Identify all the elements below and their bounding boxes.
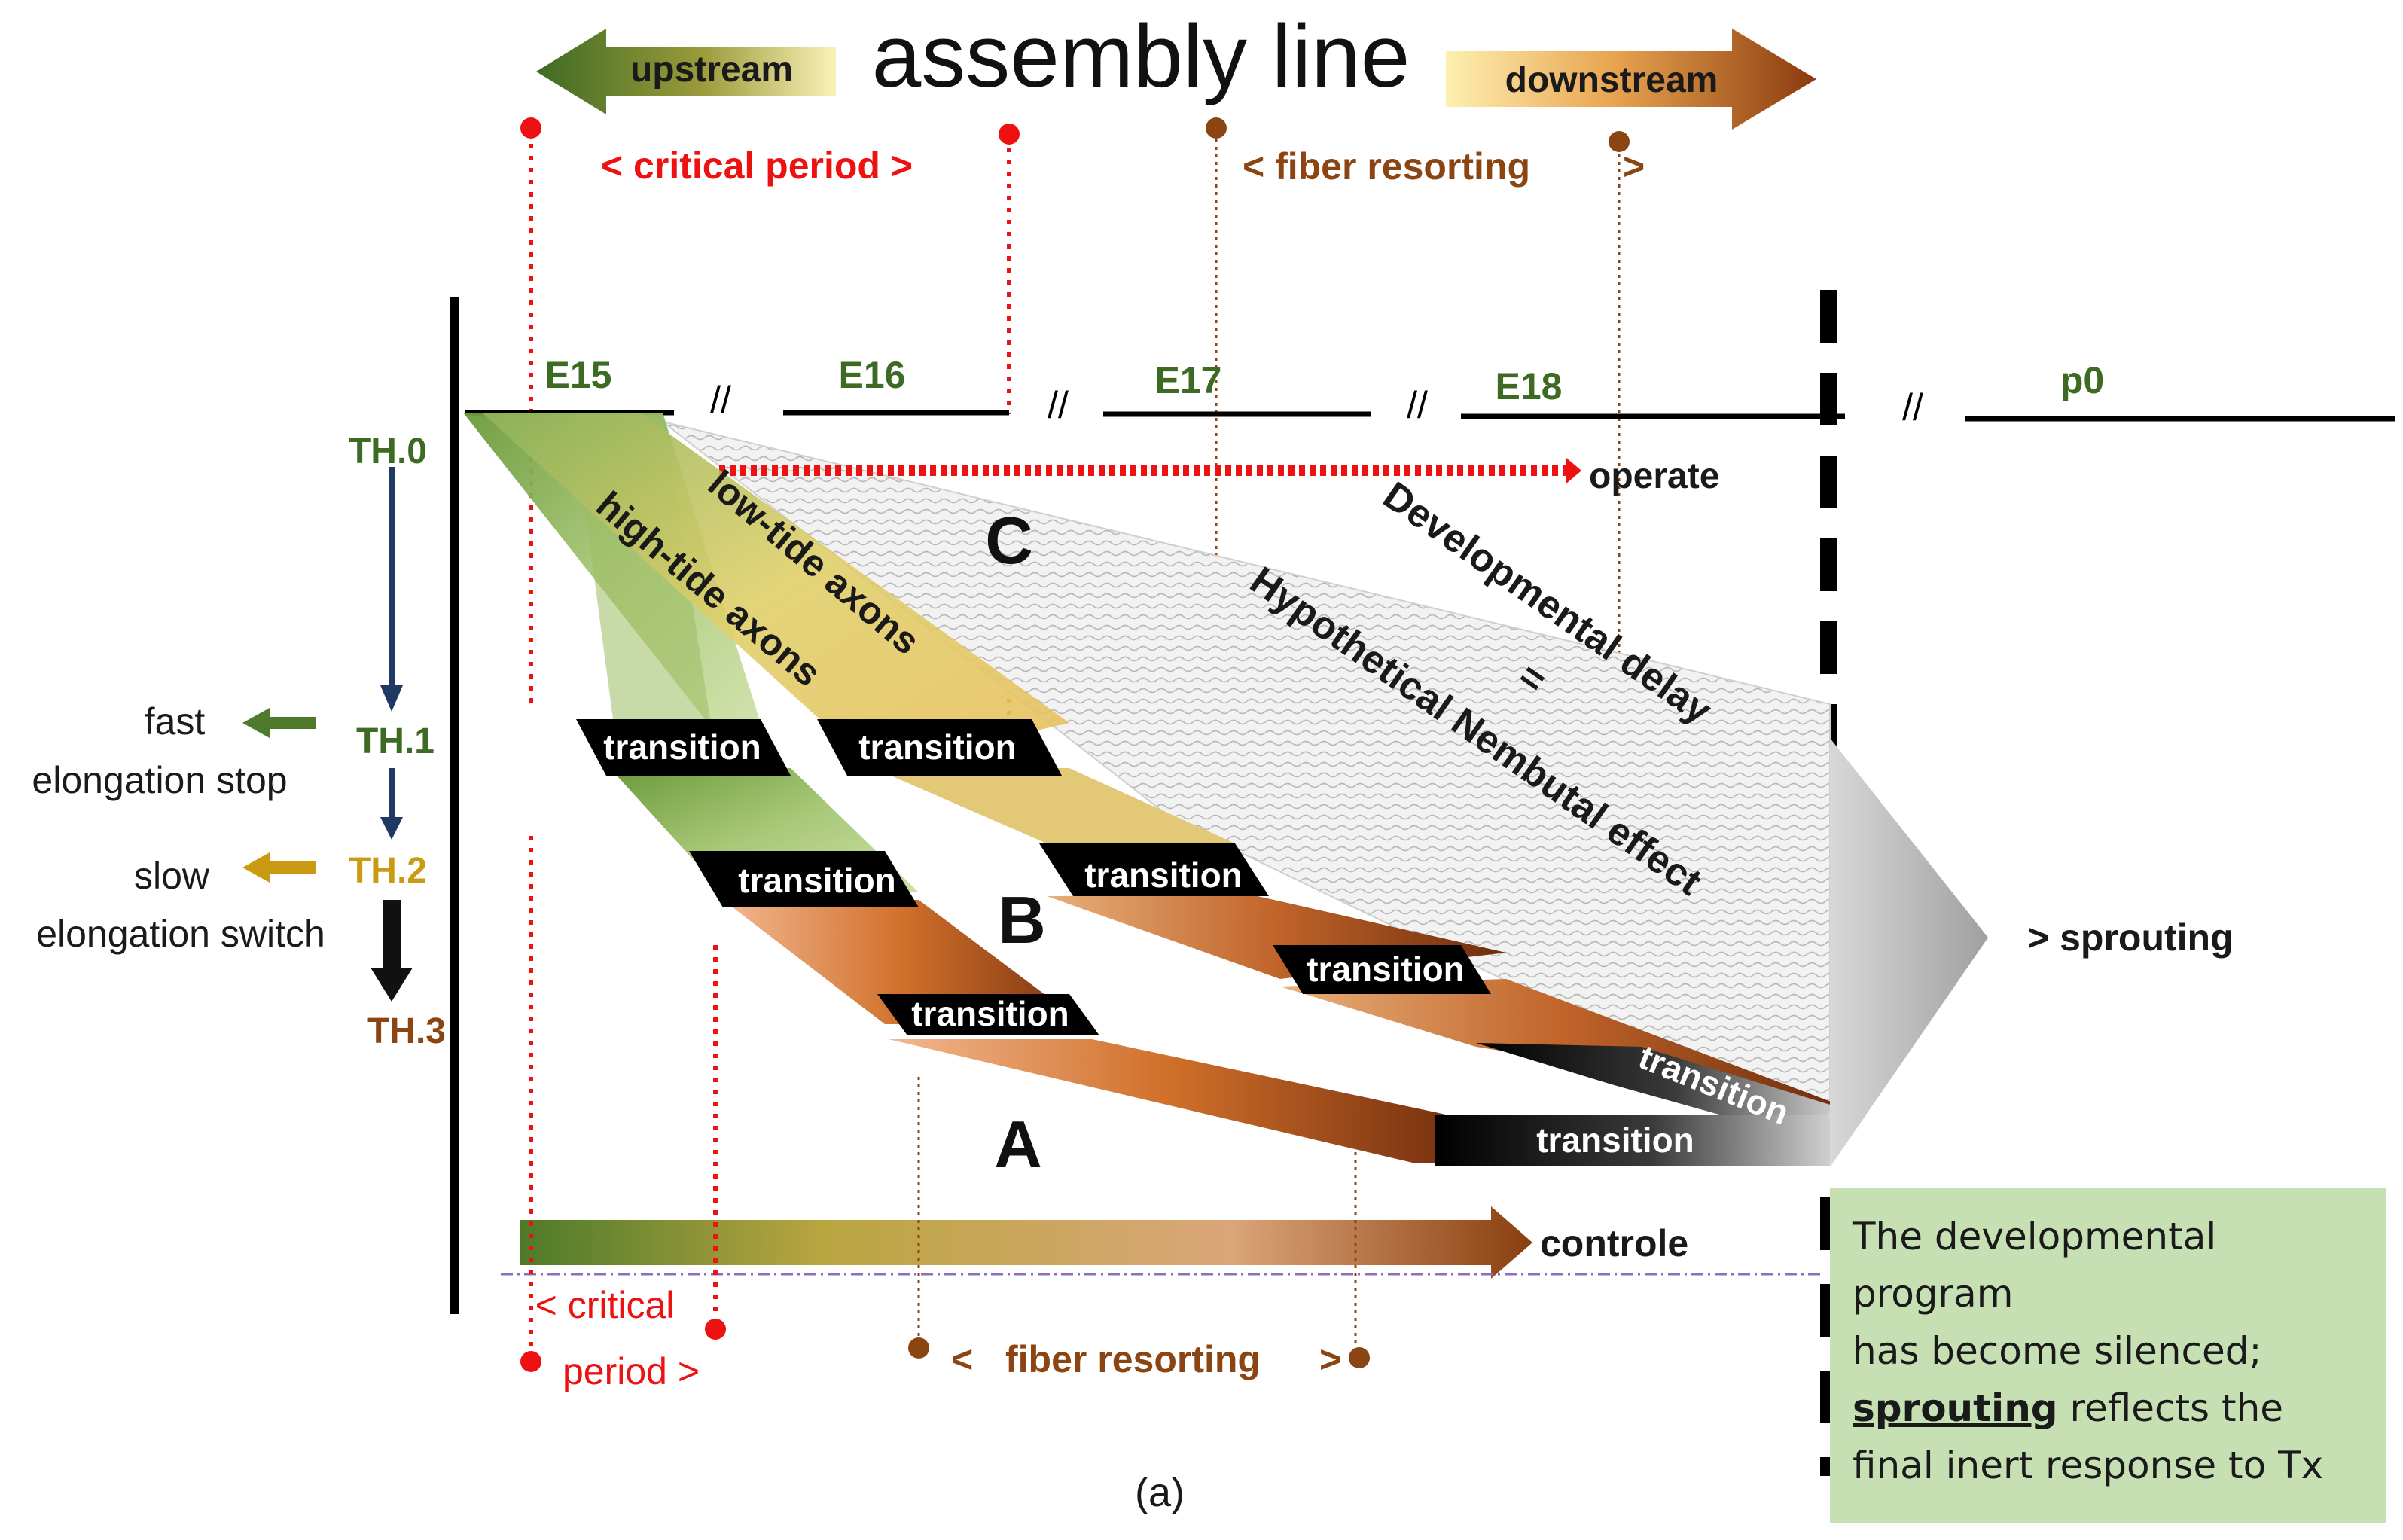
- pathway-a-label: A: [994, 1107, 1042, 1182]
- controle-arrow: [520, 1206, 1532, 1279]
- pathway-b-band-middle: [874, 768, 1235, 843]
- transition-label-1: transition: [603, 727, 761, 767]
- pathway-b-label: B: [998, 883, 1046, 957]
- slow-label: slow: [134, 855, 210, 897]
- pathway-b-band-green: [482, 413, 1069, 768]
- sprouting-label: > sprouting: [2027, 916, 2234, 959]
- downstream-label: downstream: [1505, 60, 1718, 100]
- bottom-fiber-resorting-end: >: [1319, 1338, 1341, 1380]
- callout-sprouting-word: sprouting: [1853, 1386, 2058, 1430]
- stage-e15: E15: [545, 354, 612, 396]
- upstream-arrow: [536, 29, 836, 114]
- threshold-th3: TH.3: [367, 1011, 446, 1051]
- pathway-a-band-lower: [723, 900, 1084, 1024]
- top-fiber-resorting-end: >: [1623, 145, 1645, 188]
- callout-box: The developmental program has become sil…: [1830, 1188, 2386, 1523]
- bottom-critical-label-2: period >: [563, 1350, 700, 1392]
- slow-arrow: [242, 852, 316, 883]
- diagram-title: assembly line: [872, 7, 1410, 106]
- sprouting-arrowhead: [1830, 738, 1988, 1167]
- callout-line-3: has become silenced;: [1853, 1329, 2262, 1373]
- transition-boxes: [576, 719, 1837, 1166]
- threshold-th1: TH.1: [356, 721, 435, 761]
- threshold-th2: TH.2: [349, 851, 427, 891]
- transition-label-6: transition: [911, 994, 1069, 1033]
- transition-label-8: transition: [1536, 1121, 1694, 1160]
- break-mark-2: //: [1048, 384, 1069, 426]
- transition-label-4: transition: [1084, 855, 1243, 895]
- top-fiber-resorting-markers: [1206, 117, 1630, 1039]
- pathway-c-label: C: [985, 503, 1033, 578]
- top-fiber-resorting-label: < fiber resorting: [1243, 145, 1530, 188]
- threshold-arrows: [371, 467, 413, 1002]
- timeline: [465, 410, 2395, 422]
- downstream-arrow: [1446, 29, 1816, 130]
- figure-caption: (a): [1135, 1470, 1185, 1515]
- operate-label: operate: [1589, 456, 1719, 496]
- stage-e17: E17: [1155, 359, 1222, 401]
- stage-e16: E16: [839, 354, 906, 396]
- fast-sub-label: elongation stop: [32, 759, 287, 801]
- upstream-label: upstream: [630, 50, 793, 90]
- break-mark-4: //: [1902, 386, 1923, 428]
- bottom-fiber-resorting-markers: [908, 1077, 1370, 1368]
- operate-arrowhead: [1566, 458, 1581, 483]
- bottom-critical-label-1: < critical: [535, 1284, 675, 1326]
- fast-arrow: [242, 708, 316, 738]
- fast-label: fast: [145, 700, 206, 743]
- break-mark-3: //: [1407, 384, 1428, 426]
- transition-label-3: transition: [738, 861, 896, 900]
- controle-label: controle: [1540, 1222, 1688, 1264]
- bottom-fiber-resorting-start: <: [951, 1338, 973, 1380]
- threshold-th0: TH.0: [349, 432, 427, 471]
- developmental-delay-band: [662, 421, 1831, 1139]
- transition-label-5: transition: [1307, 950, 1465, 989]
- top-critical-period-label: < critical period >: [601, 145, 913, 187]
- callout-line-4-rest: reflects the: [2057, 1386, 2284, 1430]
- slow-sub-label: elongation switch: [36, 913, 325, 955]
- stage-e18: E18: [1496, 365, 1563, 407]
- transition-label-2: transition: [858, 727, 1017, 767]
- bottom-fiber-resorting-label: fiber resorting: [1005, 1338, 1261, 1380]
- break-mark-1: //: [710, 379, 731, 421]
- callout-line-4: sprouting reflects the: [1853, 1380, 2363, 1437]
- callout-line-5: final inert response to Tx: [1853, 1444, 2324, 1487]
- top-critical-period-markers: [520, 117, 1020, 783]
- pathway-a-band-final: [889, 1039, 1446, 1163]
- stage-p0: p0: [2060, 359, 2104, 401]
- callout-line-1: The developmental: [1853, 1215, 2217, 1258]
- bottom-critical-period-markers: [520, 836, 726, 1372]
- callout-line-2: program: [1853, 1272, 2014, 1316]
